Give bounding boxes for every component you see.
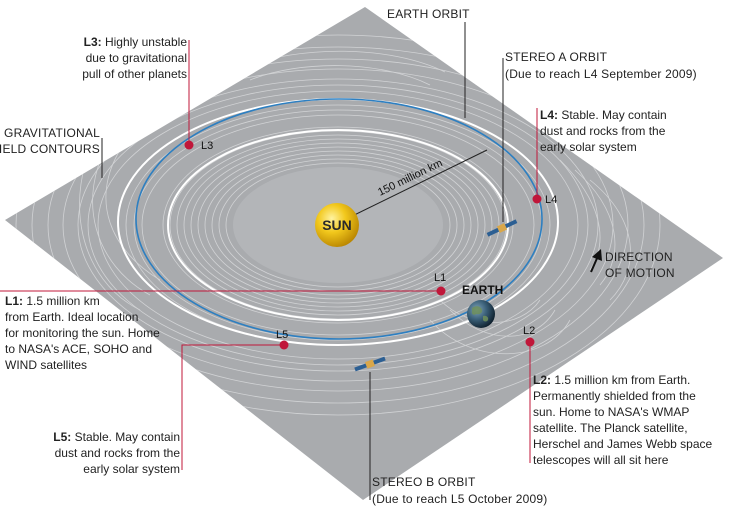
svg-text:pull of other planets: pull of other planets bbox=[82, 67, 187, 81]
svg-text:early solar system: early solar system bbox=[83, 462, 180, 476]
svg-text:telescopes will all sit here: telescopes will all sit here bbox=[533, 453, 669, 467]
svg-text:from Earth. Ideal location: from Earth. Ideal location bbox=[5, 310, 138, 324]
svg-text:dust and rocks from the: dust and rocks from the bbox=[55, 446, 181, 460]
direction-label-1: DIRECTION bbox=[605, 250, 673, 264]
svg-text:satellite. The Planck satellit: satellite. The Planck satellite, bbox=[533, 421, 688, 435]
sun-label: SUN bbox=[322, 217, 352, 233]
stereo-a-note: (Due to reach L4 September 2009) bbox=[505, 67, 697, 81]
earth-continents bbox=[471, 306, 489, 322]
svg-text:WIND satellites: WIND satellites bbox=[5, 358, 87, 372]
svg-text:for monitoring the sun. Home: for monitoring the sun. Home bbox=[5, 326, 160, 340]
earth bbox=[467, 300, 495, 328]
note-l4: L4: Stable. May contain dust and rocks f… bbox=[540, 108, 667, 154]
stereo-a-satellite bbox=[486, 219, 518, 237]
svg-text:Herschel and James Webb space: Herschel and James Webb space bbox=[533, 437, 713, 451]
note-l5: L5: Stable. May contain dust and rocks f… bbox=[53, 430, 180, 476]
svg-text:L4: Stable. May contain: L4: Stable. May contain bbox=[540, 108, 667, 122]
earth-label: EARTH bbox=[462, 283, 503, 297]
point-l2-label: L2 bbox=[523, 325, 535, 337]
orbit-leaders bbox=[101, 22, 504, 500]
svg-text:L3: Highly unstable: L3: Highly unstable bbox=[84, 35, 188, 49]
distance-line bbox=[339, 149, 488, 223]
earth-orbit-label: EARTH ORBIT bbox=[387, 7, 470, 21]
point-l3 bbox=[184, 140, 194, 150]
leader-l5 bbox=[181, 344, 284, 470]
point-l1 bbox=[436, 286, 446, 296]
direction-arrow-icon bbox=[590, 249, 602, 273]
stereo-b-title: STEREO B ORBIT bbox=[372, 475, 476, 489]
point-l3-label: L3 bbox=[201, 140, 213, 152]
point-l5 bbox=[279, 340, 289, 350]
lagrange-points bbox=[184, 140, 542, 350]
leader-lines bbox=[0, 40, 538, 470]
sun bbox=[315, 203, 359, 247]
point-l4 bbox=[532, 194, 542, 204]
point-l4-label: L4 bbox=[545, 194, 557, 206]
point-l2 bbox=[525, 337, 535, 347]
stereo-a-title: STEREO A ORBIT bbox=[505, 50, 608, 64]
direction-label-2: OF MOTION bbox=[605, 266, 675, 280]
svg-text:to NASA's ACE, SOHO and: to NASA's ACE, SOHO and bbox=[5, 342, 152, 356]
svg-text:L1: 1.5 million km: L1: 1.5 million km bbox=[5, 294, 100, 308]
svg-text:early solar system: early solar system bbox=[540, 140, 637, 154]
svg-text:sun. Home to NASA's WMAP: sun. Home to NASA's WMAP bbox=[533, 405, 689, 419]
svg-text:L2: 1.5 million km from Earth.: L2: 1.5 million km from Earth. bbox=[533, 373, 690, 387]
point-l5-label: L5 bbox=[276, 329, 288, 341]
svg-text:due to gravitational: due to gravitational bbox=[86, 51, 187, 65]
earth-orbit bbox=[135, 98, 543, 340]
note-l3: L3: Highly unstable due to gravitational… bbox=[82, 35, 187, 81]
gravitational-label-2: FIELD CONTOURS bbox=[0, 142, 100, 156]
stereo-b-note: (Due to reach L5 October 2009) bbox=[372, 492, 547, 506]
point-l1-label: L1 bbox=[434, 272, 446, 284]
note-l2: L2: 1.5 million km from Earth. Permanent… bbox=[533, 373, 713, 467]
svg-text:dust and rocks from the: dust and rocks from the bbox=[540, 124, 666, 138]
stereo-b-satellite bbox=[354, 356, 386, 372]
svg-text:Permanently shielded from the: Permanently shielded from the bbox=[533, 389, 696, 403]
note-l1: L1: 1.5 million km from Earth. Ideal loc… bbox=[5, 294, 160, 372]
gravitational-label-1: GRAVITATIONAL bbox=[4, 126, 100, 140]
svg-text:L5: Stable. May contain: L5: Stable. May contain bbox=[53, 430, 180, 444]
